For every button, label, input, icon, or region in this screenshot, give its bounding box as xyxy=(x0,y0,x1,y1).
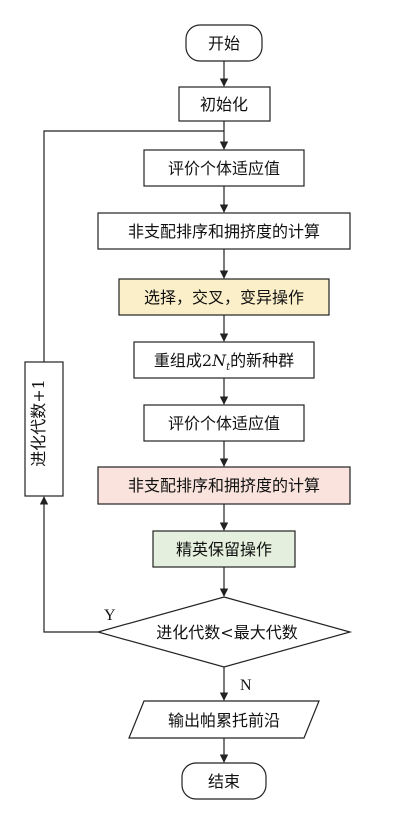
node-start: 开始 xyxy=(185,24,263,62)
edge-loop-eval1 xyxy=(43,130,224,362)
node-sort2-label: 非支配排序和拥挤度的计算 xyxy=(128,476,320,495)
node-recombine-label: 重组成2Nt的新种群 xyxy=(154,351,294,373)
node-ops: 选择，交叉，变异操作 xyxy=(118,278,330,316)
node-decision: 进化代数<最大代数 xyxy=(95,596,353,668)
recombine-prefix: 重组成2 xyxy=(154,351,212,370)
node-loop: 进化代数+1 xyxy=(24,361,64,497)
edge-yes-label: Y xyxy=(104,607,116,624)
node-elite: 精英保留操作 xyxy=(152,530,296,568)
node-output-label: 输出帕累托前沿 xyxy=(168,711,280,730)
edge-decision-loop xyxy=(39,496,98,633)
node-output: 输出帕累托前沿 xyxy=(128,700,320,739)
node-recombine: 重组成2Nt的新种群 xyxy=(133,341,315,379)
node-ops-label: 选择，交叉，变异操作 xyxy=(144,288,304,307)
node-init: 初始化 xyxy=(178,86,271,122)
recombine-var: N xyxy=(211,351,227,370)
node-eval2-label: 评价个体适应值 xyxy=(168,414,280,433)
recombine-sub: t xyxy=(226,362,231,373)
node-elite-label: 精英保留操作 xyxy=(176,540,272,559)
node-end-label: 结束 xyxy=(208,772,240,791)
recombine-suffix: 的新种群 xyxy=(230,351,294,370)
node-loop-label: 进化代数+1 xyxy=(29,379,48,467)
node-init-label: 初始化 xyxy=(200,95,248,114)
node-eval2: 评价个体适应值 xyxy=(143,404,305,442)
edge-no-label: N xyxy=(240,677,252,694)
node-eval1: 评价个体适应值 xyxy=(143,149,305,187)
node-sort1: 非支配排序和拥挤度的计算 xyxy=(97,212,351,250)
node-end: 结束 xyxy=(181,762,267,800)
node-start-label: 开始 xyxy=(208,34,240,53)
node-sort2: 非支配排序和拥挤度的计算 xyxy=(97,466,351,505)
node-sort1-label: 非支配排序和拥挤度的计算 xyxy=(128,222,320,241)
node-eval1-label: 评价个体适应值 xyxy=(168,159,280,178)
node-decision-label: 进化代数<最大代数 xyxy=(156,623,297,642)
